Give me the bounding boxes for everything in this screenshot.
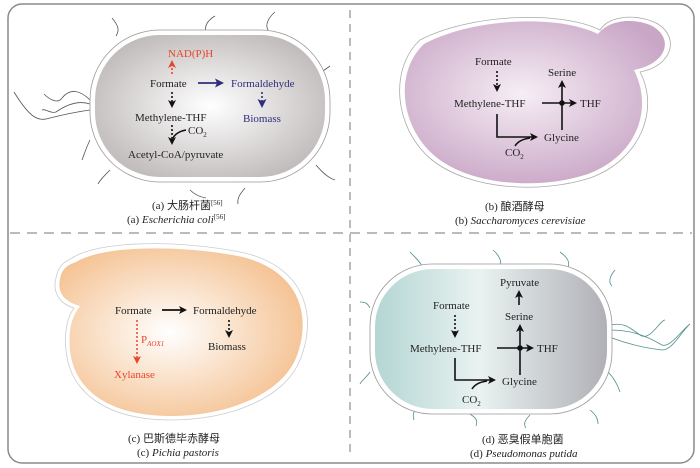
node-co2-b: CO2 <box>505 147 524 161</box>
arrow-methylene-glycine-d <box>454 358 496 384</box>
cell-body-d <box>375 269 607 409</box>
node-methylene-thf-a: Methylene-THF <box>135 112 206 124</box>
node-glycine-b: Glycine <box>544 132 579 144</box>
co2-input-arrow-d <box>471 380 488 390</box>
cell-body-b <box>404 20 665 184</box>
caption-cn-c: (c) 巴斯德毕赤酵母 <box>128 431 220 445</box>
caption-en-b: (b) Saccharomyces cerevisiae <box>455 215 586 227</box>
node-nadph: NAD(P)H <box>168 48 213 60</box>
caption-en-c: (c) Pichia pastoris <box>137 447 219 459</box>
node-formate-a: Formate <box>150 78 187 90</box>
node-formaldehyde-a: Formaldehyde <box>231 78 295 90</box>
node-formate-b: Formate <box>475 56 512 68</box>
caption-en-a: (a) Escherichia coli[56] <box>127 213 225 226</box>
panel-c: Formate Formaldehyde Biomass PAOX1 Xylan… <box>54 243 308 459</box>
cell-body-a <box>95 35 325 177</box>
cell-body-c <box>59 248 303 416</box>
panel-a: NAD(P)H Formate Formaldehyde Biomass Met… <box>13 11 336 226</box>
arrow-methylene-glycine-b <box>496 114 538 141</box>
node-xylanase: Xylanase <box>114 369 155 381</box>
node-co2-d: CO2 <box>462 394 481 408</box>
node-biomass-c: Biomass <box>208 341 246 353</box>
caption-cn-a: (a) 大肠杆菌[56] <box>152 198 223 212</box>
node-serine-d: Serine <box>505 311 533 323</box>
node-biomass-a: Biomass <box>243 113 281 125</box>
figure-frame <box>7 3 695 464</box>
node-co2-a: CO2 <box>188 125 207 139</box>
node-glycine-d: Glycine <box>502 376 537 388</box>
panel-b: Formate Methylene-THF Serine THF Glycine… <box>399 16 671 227</box>
caption-en-d: (d) Pseudomonas putida <box>470 448 578 460</box>
flagella-a <box>13 11 336 205</box>
panel-d: Pyruvate Formate Serine Methylene-THF TH… <box>359 249 691 460</box>
co2-input-arrow-b <box>514 137 531 147</box>
co2-input-arrow-a <box>172 129 187 139</box>
node-pyruvate-d: Pyruvate <box>500 277 539 289</box>
promoter-label: PAOX1 <box>141 334 164 348</box>
node-formaldehyde-c: Formaldehyde <box>193 305 257 317</box>
node-formate-c: Formate <box>115 305 152 317</box>
junction-node-b <box>559 100 565 106</box>
node-methylene-thf-b: Methylene-THF <box>454 98 525 110</box>
node-thf-d: THF <box>537 343 558 355</box>
caption-cn-b: (b) 酿酒酵母 <box>485 199 545 213</box>
node-formate-d: Formate <box>433 300 470 312</box>
node-thf-b: THF <box>580 98 601 110</box>
node-serine-b: Serine <box>548 67 576 79</box>
node-acetyl-coa-pyruvate: Acetyl-CoA/pyruvate <box>128 149 223 161</box>
node-methylene-thf-d: Methylene-THF <box>410 343 481 355</box>
caption-cn-d: (d) 恶臭假单胞菌 <box>482 432 564 446</box>
junction-node-d <box>517 345 523 351</box>
